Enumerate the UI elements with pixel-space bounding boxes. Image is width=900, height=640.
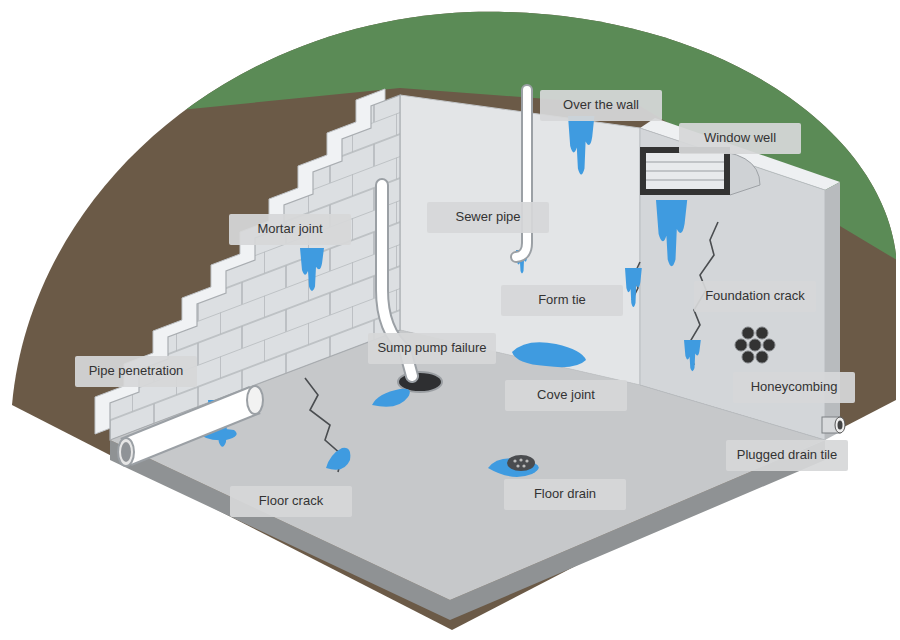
callout-text: Honeycombing bbox=[751, 379, 838, 395]
drain-tile bbox=[822, 417, 845, 433]
callout-box: Foundation crack bbox=[694, 281, 816, 312]
callout-box: Mortar joint bbox=[229, 214, 351, 245]
window-well bbox=[640, 147, 760, 195]
callout-text: Sump pump failure bbox=[377, 340, 486, 356]
callout-text: Pipe penetration bbox=[89, 363, 184, 379]
callout-box: Floor crack bbox=[230, 486, 352, 517]
callout-text: Cove joint bbox=[537, 387, 595, 403]
callout-box: Pipe penetration bbox=[75, 356, 197, 387]
callout-box: Honeycombing bbox=[733, 372, 855, 403]
callout-text: Over the wall bbox=[563, 97, 639, 113]
callout-text: Floor drain bbox=[534, 486, 596, 502]
callout-box: Cove joint bbox=[505, 380, 627, 411]
water bbox=[198, 116, 701, 470]
callout-box: Plugged drain tile bbox=[726, 440, 848, 471]
callout-box: Floor drain bbox=[504, 479, 626, 510]
block-wall-outline bbox=[110, 95, 400, 440]
callout-text: Form tie bbox=[538, 292, 586, 308]
callout-text: Sewer pipe bbox=[455, 209, 520, 225]
honeycomb-symbol bbox=[735, 327, 775, 363]
callout-text: Plugged drain tile bbox=[737, 447, 837, 463]
callout-box: Sump pump failure bbox=[368, 333, 496, 364]
callout-box: Form tie bbox=[501, 285, 623, 316]
callout-text: Foundation crack bbox=[705, 288, 805, 304]
callout-box: Over the wall bbox=[540, 90, 662, 121]
block-wall bbox=[90, 80, 420, 460]
callout-text: Window well bbox=[704, 130, 776, 146]
callout-box: Window well bbox=[679, 123, 801, 154]
callout-box: Sewer pipe bbox=[427, 202, 549, 233]
floor-drain bbox=[488, 455, 539, 477]
callout-text: Mortar joint bbox=[257, 221, 322, 237]
callout-text: Floor crack bbox=[259, 493, 323, 509]
penetrating-pipe bbox=[118, 386, 263, 466]
